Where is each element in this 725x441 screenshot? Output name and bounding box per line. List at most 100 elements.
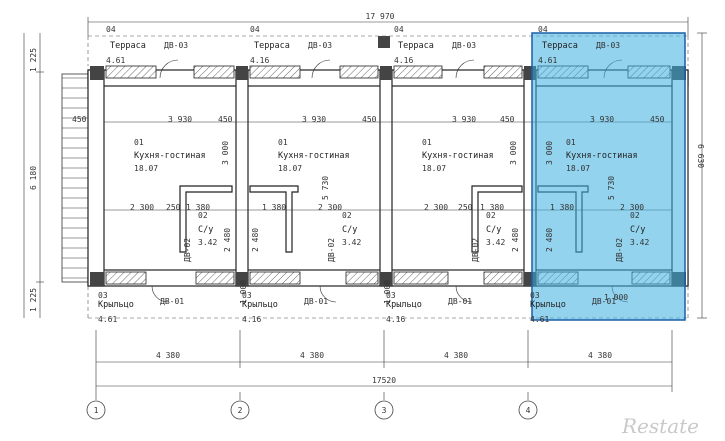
door-bottom-label: ДВ-01 xyxy=(592,297,616,306)
porch-name: Крыльцо xyxy=(386,300,422,310)
dim-250-1: 250 xyxy=(166,203,181,212)
door-bottom-label: ДВ-01 xyxy=(448,297,472,306)
porch-number: 03 xyxy=(242,291,252,300)
living-name: Кухня-гостиная xyxy=(278,151,350,161)
side-steps xyxy=(61,73,89,283)
top-dimension: 17 970 xyxy=(87,12,689,36)
terrace-area: 4.61 xyxy=(538,56,557,65)
dim-left-height: 6 180 xyxy=(29,166,38,190)
unit-highlight[interactable] xyxy=(531,32,686,321)
dim-2300-1: 2 300 xyxy=(130,203,154,212)
bottom-dimensions: 4 380 4 380 4 380 4 380 17520 xyxy=(95,330,673,392)
dim-total-top: 17 970 xyxy=(366,12,395,21)
axis-label-2: 2 xyxy=(238,406,243,415)
dim-1380-3: 1 380 xyxy=(480,203,504,212)
door-top-label: ДВ-03 xyxy=(308,41,332,50)
watermark-logo: Restate xyxy=(621,414,699,438)
wc-name: С/у xyxy=(630,225,645,235)
terrace-number: 04 xyxy=(106,25,116,34)
wc-number: 02 xyxy=(342,211,352,220)
porch-name: Крыльцо xyxy=(530,300,566,310)
dim-2480-1: 2 480 xyxy=(223,228,232,252)
living-name: Кухня-гостиная xyxy=(422,151,494,161)
wc-name: С/у xyxy=(342,225,357,235)
left-dimensions: 1 225 6 180 1 225 xyxy=(23,33,44,318)
wc-area: 3.42 xyxy=(630,238,649,247)
wc-number: 02 xyxy=(198,211,208,220)
living-name: Кухня-гостиная xyxy=(566,151,638,161)
terrace-name: Терраса xyxy=(254,41,290,51)
dim-1380-1: 1 380 xyxy=(186,203,210,212)
terrace-area: 4.16 xyxy=(250,56,269,65)
wc-name: С/у xyxy=(486,225,501,235)
dim-3000-3: 3 000 xyxy=(545,141,554,165)
porch-area: 4.16 xyxy=(242,315,261,324)
dim-2480-4: 2 480 xyxy=(545,228,554,252)
door-bottom-label: ДВ-01 xyxy=(160,297,184,306)
dim-left-bottom: 1 225 xyxy=(29,288,38,312)
living-number: 01 xyxy=(278,138,288,147)
porch-number: 03 xyxy=(530,291,540,300)
axis-label-3: 3 xyxy=(382,406,387,415)
dim-3930-1: 3 930 xyxy=(168,115,192,124)
terrace-name: Терраса xyxy=(110,41,146,51)
dim-1000-2: 1 000 xyxy=(383,280,392,304)
right-dimension: 6 630 xyxy=(696,32,707,319)
wc-area: 3.42 xyxy=(198,238,217,247)
terrace-area: 4.61 xyxy=(106,56,125,65)
door-top-label: ДВ-03 xyxy=(596,41,620,50)
dim-seg-4: 4 380 xyxy=(588,351,612,360)
axis-label-4: 4 xyxy=(526,406,531,415)
wall-dimensions: 450 450 450 450 450 3 930 3 930 3 930 3 … xyxy=(72,115,665,304)
porch-number: 03 xyxy=(98,291,108,300)
wc-number: 02 xyxy=(486,211,496,220)
dim-3930-3: 3 930 xyxy=(452,115,476,124)
dim-3000-1: 3 000 xyxy=(221,141,230,165)
dim-5730-2: 5 730 xyxy=(607,176,616,200)
terrace-number: 04 xyxy=(538,25,548,34)
dim-450-a: 450 xyxy=(218,115,233,124)
dim-5730-1: 5 730 xyxy=(321,176,330,200)
dim-right: 6 630 xyxy=(696,144,705,168)
dim-3000-2: 3 000 xyxy=(509,141,518,165)
living-number: 01 xyxy=(566,138,576,147)
dim-3930-4: 3 930 xyxy=(590,115,614,124)
dim-1000-3: 1 000 xyxy=(604,293,628,302)
porch-area: 4.61 xyxy=(530,315,549,324)
living-area: 18.07 xyxy=(422,164,446,173)
dim-seg-3: 4 380 xyxy=(444,351,468,360)
axis-markers: 1 2 3 4 xyxy=(86,392,538,420)
living-area: 18.07 xyxy=(566,164,590,173)
living-name: Кухня-гостиная xyxy=(134,151,206,161)
terrace-number: 04 xyxy=(250,25,260,34)
door-top-label: ДВ-03 xyxy=(164,41,188,50)
terrace-area: 4.16 xyxy=(394,56,413,65)
wc-door-label: ДВ-02 xyxy=(615,238,624,262)
door-bottom-label: ДВ-01 xyxy=(304,297,328,306)
wc-door-label: ДВ-02 xyxy=(471,238,480,262)
dim-1380-4: 1 380 xyxy=(550,203,574,212)
dim-450-right: 450 xyxy=(650,115,665,124)
living-area: 18.07 xyxy=(278,164,302,173)
dim-450-left: 450 xyxy=(72,115,87,124)
wc-area: 3.42 xyxy=(486,238,505,247)
wc-door-label: ДВ-02 xyxy=(327,238,336,262)
party-walls xyxy=(235,69,537,287)
porch-name: Крыльцо xyxy=(98,300,134,310)
dim-2300-2: 2 300 xyxy=(318,203,342,212)
wc-name: С/у xyxy=(198,225,213,235)
wc-area: 3.42 xyxy=(342,238,361,247)
axis-label-1: 1 xyxy=(94,406,99,415)
terrace-name: Терраса xyxy=(398,41,434,51)
living-area: 18.07 xyxy=(134,164,158,173)
dim-450-c: 450 xyxy=(500,115,515,124)
dim-450-b: 450 xyxy=(362,115,377,124)
terrace-name: Терраса xyxy=(542,41,578,51)
porch-area: 4.16 xyxy=(386,315,405,324)
porch-area: 4.61 xyxy=(98,315,117,324)
dim-2480-2: 2 480 xyxy=(251,228,260,252)
dim-total-bottom: 17520 xyxy=(372,376,396,385)
living-number: 01 xyxy=(134,138,144,147)
